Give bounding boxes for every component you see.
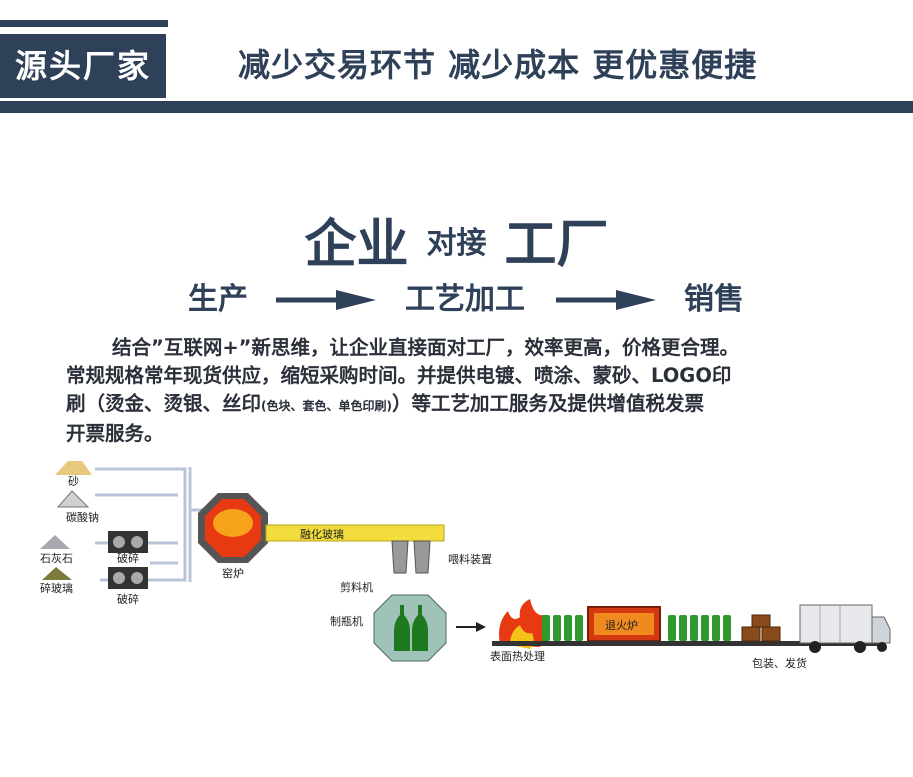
package-boxes-icon bbox=[741, 614, 781, 642]
flow-arrow-icon bbox=[556, 290, 656, 310]
headline-connect: 对接 bbox=[426, 225, 487, 261]
flow-arrow-icon bbox=[276, 290, 376, 310]
label-cullet: 碎玻璃 bbox=[40, 581, 73, 595]
intro-paragraph: 结合”互联网+”新思维，让企业直接面对工厂，效率更高，价格更合理。 常规规格常年… bbox=[66, 334, 866, 448]
label-crusher: 破碎 bbox=[117, 592, 139, 606]
label-sand: 砂 bbox=[68, 475, 79, 488]
shear-blade-icon bbox=[391, 540, 409, 574]
soda-pile-icon bbox=[56, 490, 90, 508]
crusher-icon bbox=[108, 531, 148, 553]
paragraph-text: 刷（烫金、烫银、丝印 bbox=[66, 392, 262, 415]
label-furnace: 窑炉 bbox=[222, 566, 244, 580]
glass-production-diagram: 砂 碳酸钠 石灰石 碎玻璃 破碎 破碎 窑炉 融化玻璃 喂料装置 剪料机 制瓶机… bbox=[40, 461, 891, 670]
bottle-machine-icon bbox=[373, 594, 447, 662]
label-soda: 碳酸钠 bbox=[66, 510, 99, 524]
headline: 企业对接工厂 bbox=[0, 202, 913, 275]
paragraph-text: ）等工艺加工服务及提供增值税发票 bbox=[392, 392, 705, 415]
limestone-pile-icon bbox=[40, 535, 70, 549]
label-surface-treatment: 表面热处理 bbox=[490, 649, 545, 663]
label-packaging: 包装、发货 bbox=[752, 656, 807, 670]
process-arrow-icon bbox=[476, 622, 486, 632]
label-limestone: 石灰石 bbox=[40, 551, 73, 565]
label-shear: 剪料机 bbox=[340, 580, 373, 594]
feed-pipes bbox=[95, 467, 212, 582]
green-bottles-group bbox=[542, 615, 731, 641]
paragraph-line: 结合”互联网+”新思维，让企业直接面对工厂，效率更高，价格更合理。 bbox=[112, 336, 739, 359]
delivery-truck-icon bbox=[799, 604, 891, 653]
label-crusher: 破碎 bbox=[117, 551, 139, 565]
conveyor-belt bbox=[492, 641, 882, 646]
headline-enterprise: 企业 bbox=[304, 215, 409, 275]
paragraph-note: (色块、套色、单色印刷) bbox=[261, 399, 392, 413]
label-feeder: 喂料装置 bbox=[448, 552, 492, 566]
crusher-icon bbox=[108, 567, 148, 589]
flame-icon bbox=[499, 599, 547, 647]
header-accent-line bbox=[0, 20, 168, 27]
shear-blade-icon bbox=[413, 540, 431, 574]
label-molten-glass: 融化玻璃 bbox=[300, 527, 344, 541]
cullet-pile-icon bbox=[42, 567, 72, 580]
label-annealing: 退火炉 bbox=[605, 619, 638, 632]
molten-glass-channel bbox=[265, 524, 445, 542]
flow-step-production: 生产 bbox=[188, 282, 248, 317]
source-factory-badge: 源头厂家 bbox=[0, 34, 166, 98]
header-divider-band bbox=[0, 101, 913, 113]
header-slogan: 减少交易环节 减少成本 更优惠便捷 bbox=[238, 46, 758, 84]
flow-step-processing: 工艺加工 bbox=[405, 282, 525, 317]
sand-pile-icon bbox=[55, 461, 92, 475]
headline-factory: 工厂 bbox=[504, 215, 609, 275]
paragraph-line: 开票服务。 bbox=[66, 422, 164, 445]
paragraph-line: 刷（烫金、烫银、丝印(色块、套色、单色印刷)）等工艺加工服务及提供增值税发票 bbox=[66, 390, 866, 420]
paragraph-line: 常规规格常年现货供应，缩短采购时间。并提供电镀、喷涂、蒙砂、LOGO印 bbox=[66, 364, 732, 387]
flow-step-sales: 销售 bbox=[684, 282, 744, 317]
label-bottle-machine: 制瓶机 bbox=[330, 614, 363, 628]
